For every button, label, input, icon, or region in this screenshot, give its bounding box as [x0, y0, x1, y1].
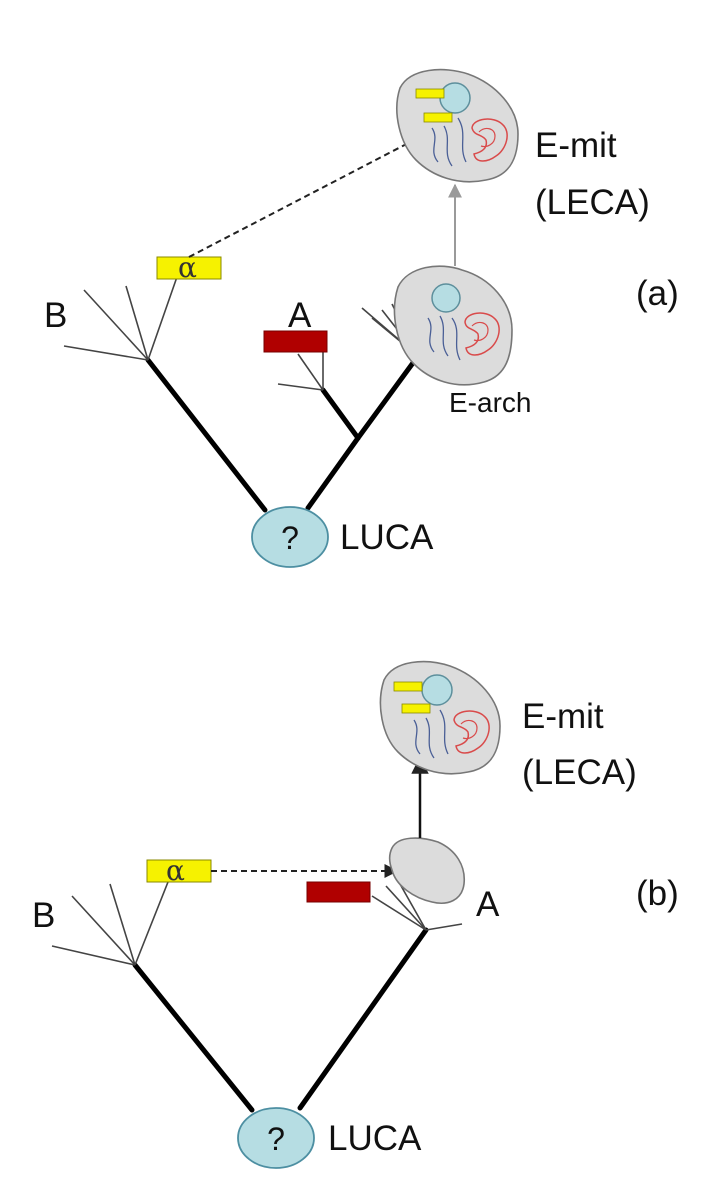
panel-b-bacteria-twig [134, 881, 169, 966]
panel-b: α ? B A E-mit (LECA) LUCA (b) [32, 660, 679, 1169]
panel-a-luca-question-mark: ? [281, 520, 299, 556]
panel-a: α ? B A E- [44, 68, 679, 568]
panel-a-bacteria-twig [63, 345, 149, 361]
panel-b-leca-label: (LECA) [522, 753, 637, 792]
panel-a-emit-membranes [431, 117, 467, 167]
panel-a-earch-mitochondrion-inner [471, 321, 489, 342]
panel-b-luca-circle [237, 1107, 315, 1169]
panel-b-bacteria-twig [109, 883, 136, 966]
panel-a-emit-mitochondrion-outline [471, 118, 508, 162]
panel-a-branch-to-archaea-root [305, 435, 361, 511]
panel-a-emit-cell [396, 68, 519, 183]
panel-a-a-label: A [288, 296, 312, 335]
panel-a-emit-label: E-mit [535, 126, 617, 165]
panel-b-red-marker [306, 881, 371, 903]
panel-b-emit-yellow-marker [393, 681, 423, 692]
panel-a-luca: ? [251, 506, 329, 568]
panel-b-panel-label: (b) [636, 874, 679, 913]
panel-b-bacteria-twig [51, 945, 136, 966]
panel-b-alpha-box: α [146, 854, 212, 887]
panel-a-branch-to-earch [355, 353, 421, 441]
panel-b-luca-question-mark: ? [267, 1121, 285, 1157]
panel-b-emit-membranes [413, 709, 449, 759]
panel-b-emit-cell [379, 660, 501, 775]
panel-a-emit-mitochondrion-inner [478, 127, 496, 148]
panel-a-earch-mitochondrion-outline [464, 312, 500, 356]
panel-a-earch-nucleus [431, 283, 461, 313]
panel-b-bacteria-fan [51, 881, 169, 966]
panel-a-emit-yellow-marker [423, 112, 453, 123]
panel-b-a-twig [399, 883, 427, 931]
panel-b-emit-nucleus [421, 674, 453, 706]
panel-b-branch-to-bacteria [132, 962, 255, 1113]
panel-a-alpha-symbol: α [178, 251, 197, 284]
panel-b-emit-label: E-mit [522, 697, 604, 736]
panel-a-panel-label: (a) [636, 274, 679, 313]
panel-b-emit-mitochondrion-outline [453, 710, 490, 754]
panel-a-alpha-box: α [156, 251, 222, 284]
panel-a-branch-to-bacteria [145, 357, 268, 513]
panel-a-earch-cell [393, 265, 513, 386]
panel-a-bacteria-twig [83, 289, 149, 361]
panel-a-emit-yellow-marker [415, 88, 445, 99]
panel-b-branch-to-archaea [297, 927, 429, 1111]
panel-b-luca-label: LUCA [328, 1119, 422, 1158]
panel-b-a-twig [425, 923, 463, 931]
panel-a-a-twig [277, 383, 324, 391]
panel-a-luca-label: LUCA [340, 518, 434, 557]
panel-b-main-tree [132, 927, 429, 1113]
panel-a-a-twig [297, 353, 324, 391]
panel-b-emit-yellow-marker [401, 703, 431, 714]
panel-a-bacteria-twig [125, 285, 149, 361]
panel-a-earch-label: E-arch [449, 387, 531, 418]
panel-b-b-label: B [32, 896, 55, 935]
panel-a-main-tree [145, 353, 421, 513]
panel-a-branch-to-a-clade [320, 387, 361, 441]
panel-b-alpha-symbol: α [166, 854, 185, 887]
panel-b-archaeal-host-cell [388, 837, 465, 904]
panel-a-earch-cell-body [393, 265, 513, 386]
panel-b-archaea-twigs [371, 883, 463, 931]
panel-b-bacteria-twig [71, 895, 136, 966]
panel-a-earch-membranes [427, 315, 461, 361]
panel-a-emit-nucleus [439, 82, 471, 114]
panel-a-bacteria-fan [63, 273, 179, 361]
panel-a-bacteria-twig [147, 273, 179, 361]
panel-a-luca-circle [251, 506, 329, 568]
panel-a-red-marker [263, 330, 328, 353]
panel-a-b-label: B [44, 296, 67, 335]
panel-a-leca-label: (LECA) [535, 183, 650, 222]
panel-b-emit-mitochondrion-inner [460, 719, 478, 740]
panel-b-a-label: A [476, 885, 500, 924]
panel-a-transfer-arrow [188, 137, 420, 258]
panel-b-a-twig [385, 885, 427, 931]
panel-b-luca: ? [237, 1107, 315, 1169]
panel-b-a-twig [371, 895, 427, 931]
